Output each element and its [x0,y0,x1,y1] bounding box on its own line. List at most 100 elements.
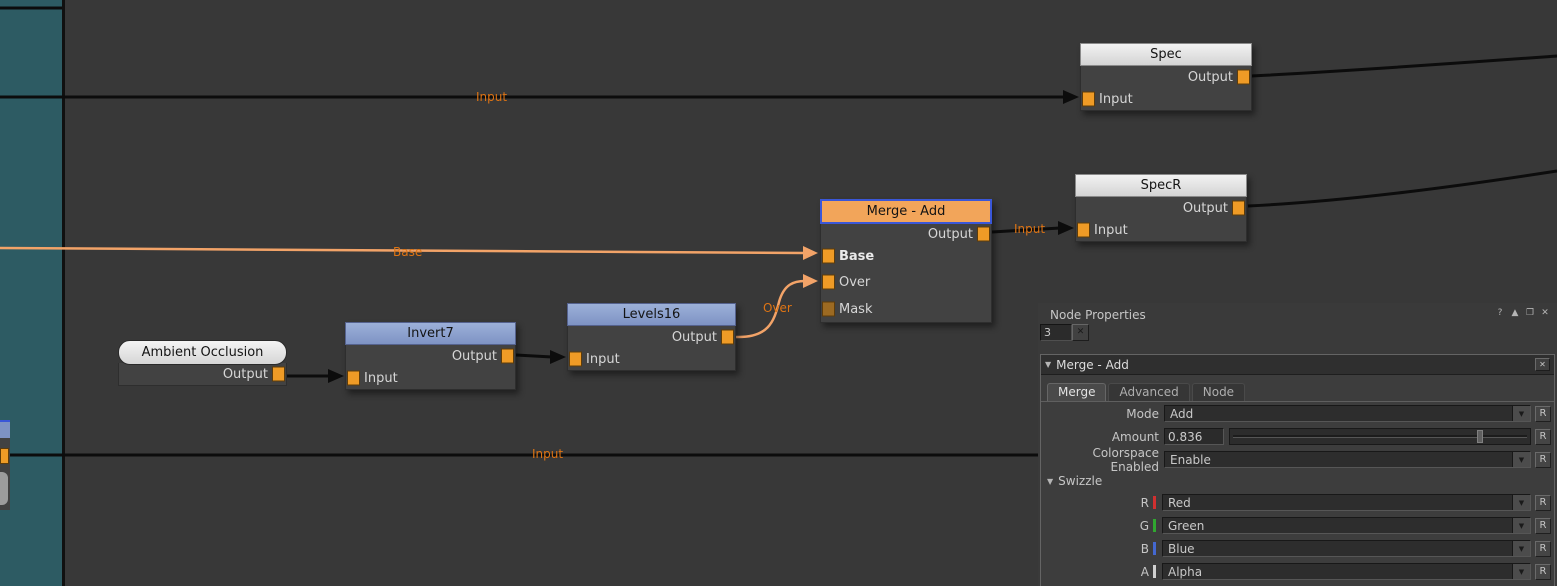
green-tick-icon [1153,519,1156,532]
output-port[interactable] [501,348,514,364]
amount-input[interactable] [1164,428,1224,445]
chevron-down-icon[interactable]: ▼ [1512,406,1530,421]
chevron-down-icon[interactable]: ▼ [1512,541,1530,556]
swizzle-g-dropdown[interactable]: Green ▼ [1162,517,1531,534]
alpha-tick-icon [1153,565,1156,578]
node-specr[interactable]: SpecR Output Input [1075,174,1247,242]
output-port[interactable] [721,329,734,345]
swizzle-section-header[interactable]: ▼ Swizzle [1041,471,1554,491]
node-merge-add[interactable]: Merge - Add Output Base Over Mask [820,199,992,323]
collapse-icon[interactable]: ▲ [1511,308,1519,318]
over-input-port[interactable] [822,274,835,290]
colorspace-dropdown[interactable]: Enable ▼ [1164,451,1531,468]
reset-button[interactable]: R [1535,494,1551,511]
mask-input-port[interactable] [822,301,835,317]
node-section-close-button[interactable]: ✕ [1535,358,1550,371]
close-icon[interactable]: ✕ [1541,308,1549,318]
node-levels16-input-label: Input [586,351,620,367]
node-section-title: Merge - Add [1056,357,1129,372]
wire-over [735,279,806,339]
chevron-down-icon[interactable]: ▼ [1512,564,1530,579]
swizzle-g-value: Green [1168,518,1205,533]
red-tick-icon [1153,496,1156,509]
node-levels16[interactable]: Levels16 Output Input [567,303,736,371]
panel-divider [62,0,65,586]
reset-button[interactable]: R [1535,428,1551,445]
blue-tick-icon [1153,542,1156,555]
mode-row: Mode Add ▼ R [1041,402,1554,425]
mode-dropdown[interactable]: Add ▼ [1164,405,1531,422]
node-offscreen-header[interactable] [0,420,10,440]
reset-button[interactable]: R [1535,405,1551,422]
node-specr-title[interactable]: SpecR [1075,174,1247,197]
amount-slider[interactable] [1229,428,1531,445]
chevron-down-icon[interactable]: ▼ [1512,495,1530,510]
swizzle-row-r: R Red ▼ R [1041,491,1554,514]
wire-label-over: Over [763,301,792,315]
slider-handle[interactable] [1476,430,1483,443]
swizzle-r-label: R [1140,495,1149,510]
node-section-header: ▼ Merge - Add ✕ [1041,355,1554,375]
swizzle-b-value: Blue [1168,541,1195,556]
float-icon[interactable]: ❐ [1525,308,1535,318]
chevron-down-icon[interactable]: ▼ [1512,452,1530,467]
node-invert7-input-label: Input [364,370,398,386]
colorspace-value: Enable [1170,452,1211,467]
node-levels16-output-label: Output [671,329,717,345]
index-clear-button[interactable]: ✕ [1072,324,1089,341]
node-ambient-occlusion[interactable]: Ambient Occlusion Output [118,340,287,386]
node-invert7-title[interactable]: Invert7 [345,322,516,345]
swizzle-row-g: G Green ▼ R [1041,514,1554,537]
help-icon[interactable]: ? [1497,308,1503,318]
arrowhead-top-input [1063,90,1079,104]
wire-invert-levels [515,353,553,359]
arrowhead-invert-levels [550,350,566,364]
reset-button[interactable]: R [1535,517,1551,534]
output-port[interactable] [1237,69,1250,85]
input-port[interactable] [347,370,360,386]
node-merge-title[interactable]: Merge - Add [820,199,992,224]
swizzle-row-a: A Alpha ▼ R [1041,560,1554,583]
swizzle-a-dropdown[interactable]: Alpha ▼ [1162,563,1531,580]
base-input-port[interactable] [822,248,835,264]
mode-label: Mode [1126,406,1159,421]
output-port[interactable] [1232,200,1245,216]
wire-specr-out [1247,169,1557,208]
mode-value: Add [1170,406,1194,421]
tab-merge[interactable]: Merge [1047,383,1107,401]
node-ao-output-label: Output [222,366,268,382]
tab-node[interactable]: Node [1191,383,1246,401]
output-port[interactable] [977,226,990,242]
node-spec-output-label: Output [1187,69,1233,85]
reset-button[interactable]: R [1535,540,1551,557]
node-spec[interactable]: Spec Output Input [1080,43,1252,111]
node-spec-title[interactable]: Spec [1080,43,1252,66]
swizzle-r-value: Red [1168,495,1191,510]
wire-label-base: Base [393,245,423,259]
reset-button[interactable]: R [1535,563,1551,580]
node-offscreen-body[interactable] [0,438,10,510]
collapse-node-icon[interactable]: ▼ [1045,360,1052,369]
output-port[interactable] [0,448,9,464]
node-invert7[interactable]: Invert7 Output Input [345,322,516,390]
reset-button[interactable]: R [1535,451,1551,468]
input-port[interactable] [1082,91,1095,107]
collapse-swizzle-icon[interactable]: ▼ [1047,476,1054,486]
output-port[interactable] [272,366,285,382]
colorspace-row: Colorspace Enabled Enable ▼ R [1041,446,1554,474]
node-levels16-title[interactable]: Levels16 [567,303,736,326]
input-port[interactable] [569,351,582,367]
input-port[interactable] [1077,222,1090,238]
arrowhead-ao-invert [328,369,344,383]
node-merge-base-label: Base [839,248,875,264]
node-properties-panel: Node Properties ? ▲ ❐ ✕ ✕ ▼ Merge - Add … [1038,303,1557,586]
swizzle-b-dropdown[interactable]: Blue ▼ [1162,540,1531,557]
node-ao-title[interactable]: Ambient Occlusion [118,340,287,365]
swizzle-a-value: Alpha [1168,564,1203,579]
node-index-input[interactable] [1040,324,1072,341]
panel-title: Node Properties [1050,308,1146,322]
tab-advanced[interactable]: Advanced [1108,383,1190,401]
swizzle-r-dropdown[interactable]: Red ▼ [1162,494,1531,511]
wire-base [0,246,806,255]
chevron-down-icon[interactable]: ▼ [1512,518,1530,533]
